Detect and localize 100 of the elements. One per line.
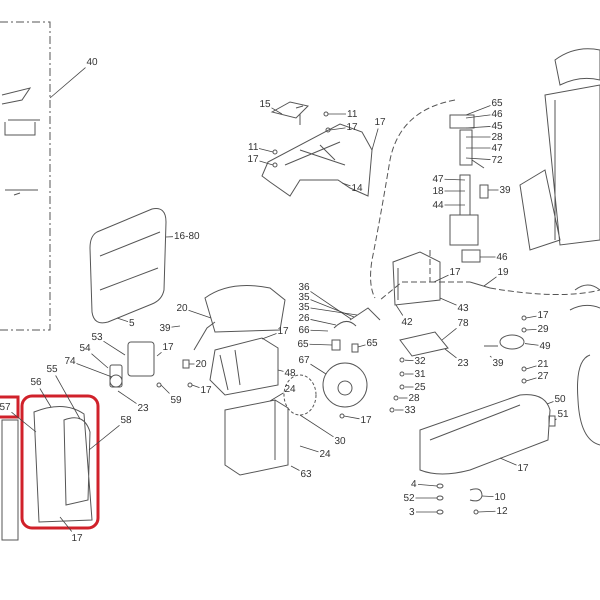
callout-number: 47 (432, 174, 444, 184)
callout-number: 14 (352, 182, 363, 194)
callout-number: 32 (414, 356, 426, 366)
leader-line (444, 190, 466, 192)
callout-number: 17 (278, 326, 289, 336)
callout-number: 27 (538, 370, 549, 382)
leader-line (11, 412, 36, 432)
filter-basket-drawing (500, 334, 524, 350)
callout-number: 12 (496, 506, 508, 516)
screw-drawing (390, 408, 394, 412)
callout-number: 65 (492, 98, 503, 108)
leader-line (310, 364, 326, 374)
leader-line (396, 304, 404, 316)
callout-number: 17 (72, 532, 83, 544)
leader-line (310, 291, 352, 320)
callout-number: 53 (92, 332, 103, 342)
callout-number: 51 (558, 408, 569, 420)
callout-number: 42 (402, 316, 413, 328)
leader-line (546, 401, 554, 404)
callout-number: 28 (492, 132, 503, 142)
callout-number: 15 (260, 98, 271, 110)
callout-number: 65 (298, 338, 309, 350)
leader-line (192, 384, 200, 388)
callout-number: 44 (432, 200, 444, 210)
callout-number: 40 (86, 56, 98, 68)
callout-number: 24 (284, 384, 296, 394)
leader-line (270, 392, 284, 402)
callout-number: 39 (492, 358, 504, 368)
callout-number: 17 (200, 384, 212, 396)
leader-line (310, 299, 354, 318)
leader-line (526, 316, 537, 318)
leader-line (76, 363, 112, 378)
callout-number: 17 (450, 266, 461, 278)
leader-line (278, 370, 284, 372)
callout-number: 17 (518, 462, 529, 474)
callout-number: 28 (408, 392, 420, 404)
callout-number: 46 (492, 108, 503, 120)
screw-drawing (400, 372, 404, 376)
screw-drawing (400, 358, 404, 362)
callout-number: 25 (414, 382, 426, 392)
callout-number: 66 (298, 324, 310, 336)
callout-number: 48 (284, 368, 296, 378)
leader-line (482, 496, 494, 498)
callout-number: 31 (414, 368, 426, 380)
callout-number: 17 (538, 310, 549, 320)
callout-number: 35 (298, 292, 310, 302)
callout-number: 20 (176, 302, 188, 314)
leader-line (404, 360, 414, 362)
leader-line (310, 330, 328, 332)
leader-line (554, 418, 557, 420)
callout-number: 65 (366, 338, 378, 348)
leader-line (418, 484, 438, 486)
leader-line (290, 466, 300, 471)
callout-number: 23 (138, 402, 149, 414)
leader-line (188, 310, 212, 318)
callout-number: 17 (248, 154, 259, 164)
leader-line (88, 424, 120, 450)
leader-line (444, 348, 457, 358)
callout-number: 63 (300, 468, 312, 480)
callout-number: 26 (298, 312, 310, 324)
callout-number: 45 (492, 120, 503, 132)
callout-number: 11 (248, 142, 258, 152)
callout-number: 23 (458, 358, 469, 368)
callout-number: 55 (46, 364, 58, 374)
callout-number: 59 (170, 394, 182, 406)
callout-number: 57 (0, 402, 11, 412)
callout-number: 54 (80, 342, 91, 354)
leader-line (526, 366, 537, 370)
leader-line (300, 446, 319, 452)
callout-number: 33 (404, 404, 416, 416)
callout-number: 36 (298, 282, 310, 292)
callout-number: 17 (162, 342, 174, 352)
callout-number: 56 (30, 376, 42, 388)
leader-line (259, 160, 274, 166)
callout-number: 24 (320, 448, 331, 460)
callout-number: 47 (492, 142, 503, 154)
leader-line (478, 510, 496, 512)
leader-line (342, 182, 351, 186)
callout-number: 39 (160, 322, 171, 334)
leader-line (160, 384, 170, 394)
leader-line (484, 276, 497, 286)
callout-number: 74 (64, 356, 76, 366)
leader-line (440, 298, 457, 306)
leader-line (358, 344, 366, 348)
leader-line (116, 318, 128, 322)
leader-line (271, 107, 282, 114)
leader-line (524, 343, 539, 346)
callout-number: 10 (494, 492, 506, 502)
screw-drawing (400, 384, 404, 390)
callout-number: 30 (334, 436, 346, 446)
leader-line (344, 416, 360, 420)
leader-line (372, 128, 379, 150)
callout-number: 46 (496, 252, 508, 262)
leader-line (118, 390, 137, 404)
leader-line (466, 126, 491, 128)
callout-number: 4 (411, 478, 417, 490)
leader-line (91, 353, 108, 368)
leader-line (258, 148, 274, 152)
leader-line (55, 375, 80, 420)
leader-line (330, 127, 346, 130)
